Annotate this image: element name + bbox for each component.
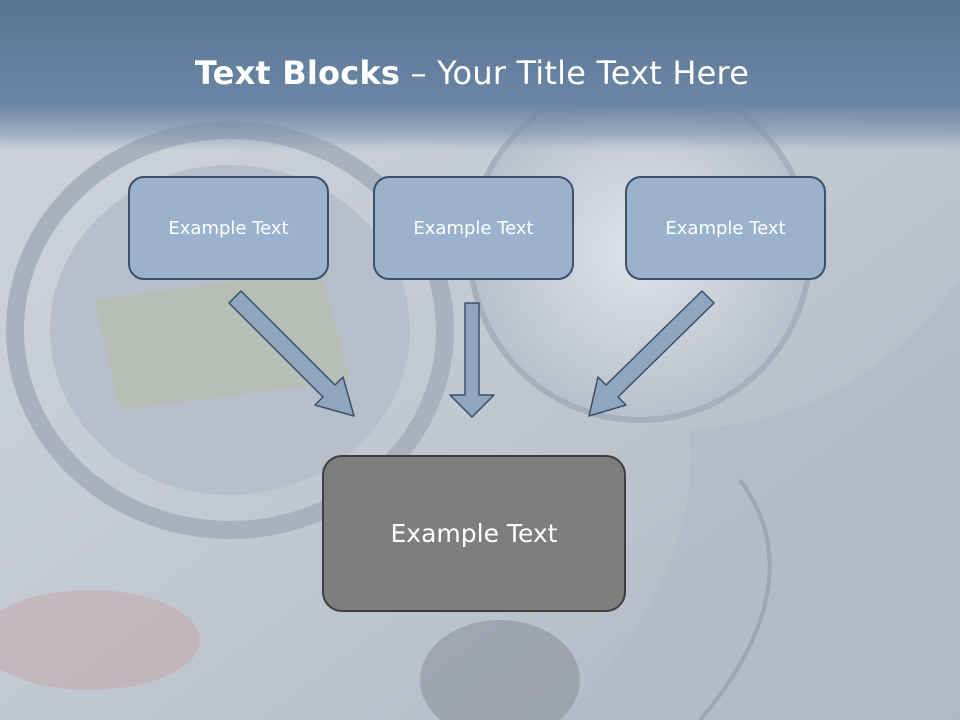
slide-title: Text Blocks – Your Title Text Here: [0, 54, 944, 92]
slide-title-dash: –: [400, 54, 438, 92]
text-block-1[interactable]: Example Text: [128, 176, 329, 280]
arrow-center-down: [449, 302, 495, 418]
target-block[interactable]: Example Text: [322, 455, 626, 612]
arrow-left-diagonal: [228, 290, 355, 417]
text-block-2-label: Example Text: [413, 217, 534, 239]
slide-title-rest: Your Title Text Here: [437, 54, 750, 92]
title-band: [0, 0, 960, 150]
text-block-3-label: Example Text: [665, 217, 786, 239]
text-block-3[interactable]: Example Text: [625, 176, 826, 280]
text-block-1-label: Example Text: [168, 217, 289, 239]
slide-title-bold: Text Blocks: [194, 54, 401, 92]
target-block-label: Example Text: [390, 519, 558, 548]
arrow-right-diagonal: [588, 290, 715, 417]
text-block-2[interactable]: Example Text: [373, 176, 574, 280]
